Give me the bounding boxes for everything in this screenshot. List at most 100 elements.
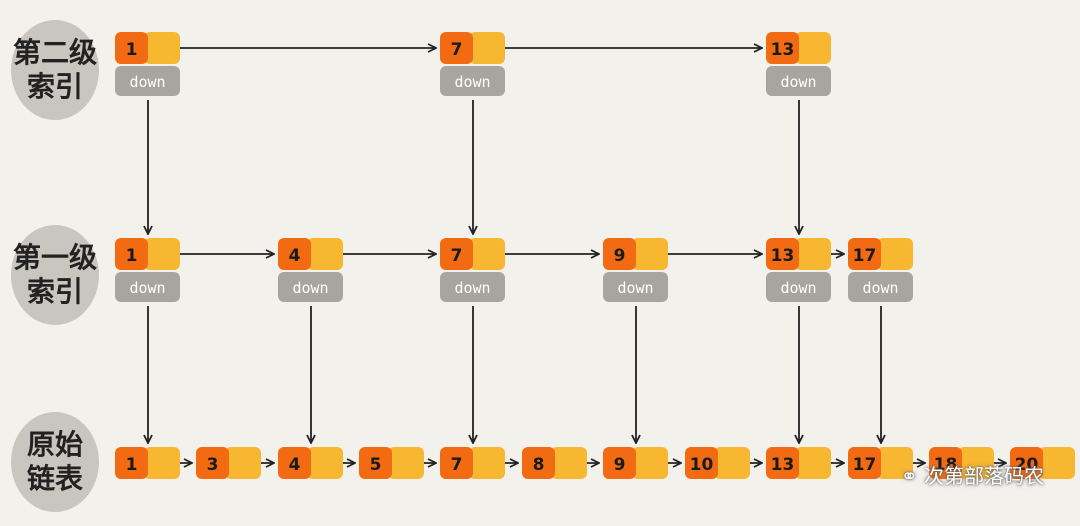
node-3: 3	[196, 447, 261, 479]
down-box	[115, 272, 180, 302]
node-value: 13	[771, 246, 795, 266]
key-cell	[685, 447, 718, 479]
next-cell	[877, 238, 913, 270]
down-box	[440, 272, 505, 302]
down-label: down	[129, 279, 165, 297]
key-cell	[278, 238, 311, 270]
node-value: 20	[1015, 455, 1039, 475]
node-value: 13	[771, 455, 795, 475]
node-7: 7 down	[440, 32, 505, 96]
next-cell	[551, 447, 587, 479]
next-cell	[632, 238, 668, 270]
key-cell	[603, 238, 636, 270]
wechat-icon: ⚭	[900, 464, 918, 488]
key-cell	[115, 32, 148, 64]
watermark: ⚭ 次第部落码农	[901, 460, 1044, 489]
node-13: 13 down	[766, 238, 831, 302]
down-label: down	[862, 279, 898, 297]
node-value: 4	[289, 455, 301, 475]
down-label: down	[454, 73, 490, 91]
node-17: 17	[848, 447, 913, 479]
down-label: down	[292, 279, 328, 297]
next-cell	[144, 447, 180, 479]
node-value: 1	[126, 40, 138, 60]
node-value: 13	[771, 40, 795, 60]
node-value: 7	[451, 455, 463, 475]
next-cell	[307, 447, 343, 479]
node-value: 1	[126, 455, 138, 475]
key-cell	[440, 32, 473, 64]
node-value: 7	[451, 40, 463, 60]
node-value: 3	[207, 455, 219, 475]
node-value: 17	[853, 455, 877, 475]
next-cell	[469, 238, 505, 270]
next-cell	[469, 32, 505, 64]
key-cell	[440, 238, 473, 270]
node-13: 13	[766, 447, 831, 479]
node-value: 10	[690, 455, 714, 475]
node-value: 9	[614, 455, 626, 475]
key-cell	[848, 238, 881, 270]
node-7: 7 down	[440, 238, 505, 302]
next-cell	[144, 32, 180, 64]
down-label: down	[780, 73, 816, 91]
key-cell	[766, 447, 799, 479]
node-4: 4 down	[278, 238, 343, 302]
key-cell	[115, 447, 148, 479]
next-cell	[795, 32, 831, 64]
node-7: 7	[440, 447, 505, 479]
next-cell	[795, 238, 831, 270]
next-cell	[307, 238, 343, 270]
node-value: 4	[289, 246, 301, 266]
down-label: down	[617, 279, 653, 297]
node-value: 9	[614, 246, 626, 266]
next-cell	[1039, 447, 1075, 479]
down-box	[766, 66, 831, 96]
node-4: 4	[278, 447, 343, 479]
next-cell	[877, 447, 913, 479]
key-cell	[766, 238, 799, 270]
key-cell	[278, 447, 311, 479]
node-18: 18	[929, 447, 994, 479]
level-label-blob	[11, 412, 99, 512]
down-label: down	[780, 279, 816, 297]
node-value: 1	[126, 246, 138, 266]
next-cell	[225, 447, 261, 479]
next-cell	[714, 447, 750, 479]
next-cell	[958, 447, 994, 479]
down-box	[440, 66, 505, 96]
level-label-text: 第二级	[13, 36, 97, 69]
level-label-blob	[11, 20, 99, 120]
node-5: 5	[359, 447, 424, 479]
watermark-text: 次第部落码农	[924, 464, 1044, 488]
node-13: 13 down	[766, 32, 831, 96]
key-cell	[196, 447, 229, 479]
key-cell	[115, 238, 148, 270]
node-1: 1 down	[115, 238, 180, 302]
node-value: 8	[533, 455, 545, 475]
node-value: 7	[451, 246, 463, 266]
node-value: 17	[853, 246, 877, 266]
next-cell	[144, 238, 180, 270]
next-cell	[795, 447, 831, 479]
down-label: down	[454, 279, 490, 297]
node-value: 5	[370, 455, 382, 475]
down-box	[278, 272, 343, 302]
node-8: 8	[522, 447, 587, 479]
node-9: 9	[603, 447, 668, 479]
key-cell	[848, 447, 881, 479]
level-label-text: 链表	[27, 462, 83, 495]
next-cell	[632, 447, 668, 479]
node-17: 17 down	[848, 238, 913, 302]
next-cell	[388, 447, 424, 479]
level-label-blob	[11, 225, 99, 325]
down-box	[115, 66, 180, 96]
node-9: 9 down	[603, 238, 668, 302]
level-label-text: 索引	[27, 70, 83, 103]
key-cell	[522, 447, 555, 479]
